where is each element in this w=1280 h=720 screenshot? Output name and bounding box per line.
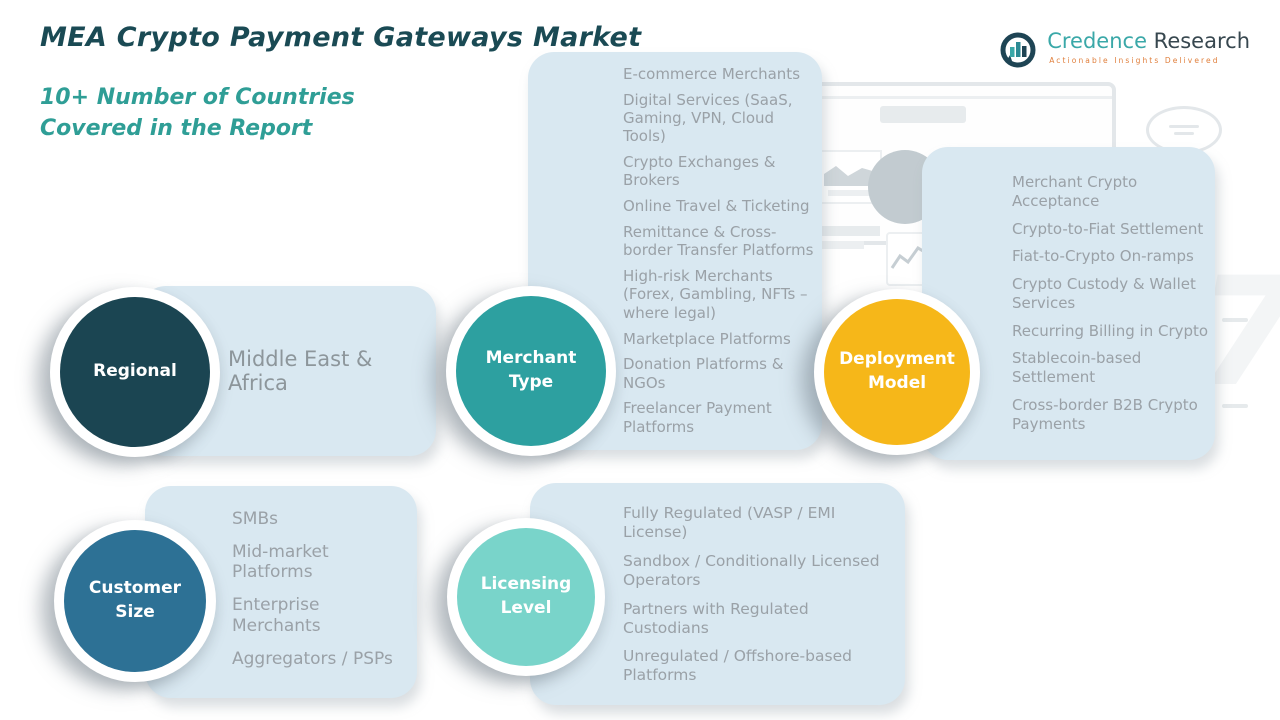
segment-card-merchant-type: E-commerce Merchants Digital Services (S…	[528, 52, 822, 450]
monitor-header-line	[802, 96, 1112, 99]
brand-tagline: Actionable Insights Delivered	[1049, 56, 1220, 66]
segment-label: Licensing Level	[480, 574, 572, 618]
list-item: Crypto Custody & Wallet Services	[1012, 275, 1196, 312]
list-item: Online Travel & Ticketing	[623, 197, 810, 216]
brand-name: Credence Research	[1047, 29, 1250, 53]
list-item: E-commerce Merchants	[623, 65, 801, 83]
credence-research-logo: Credence Research Actionable Insights De…	[997, 29, 1250, 76]
segment-label: Regional	[93, 361, 177, 382]
subtitle-line-2: Covered in the Report	[40, 115, 313, 141]
list-item: Middle East & Africa	[228, 347, 373, 395]
segment-label: Deployment Model	[839, 349, 955, 393]
decorative-dash	[1222, 404, 1248, 408]
list-item: Marketplace Platforms	[623, 329, 791, 348]
list-item: Mid-market Platforms	[232, 541, 329, 583]
segment-bubble-regional: Regional	[50, 287, 220, 457]
mini-bar	[822, 241, 864, 249]
page-title: MEA Crypto Payment Gateways Market	[40, 22, 642, 53]
segment-bubble-fill: Deployment Model	[824, 299, 970, 445]
list-item: Fiat-to-Crypto On-ramps	[1012, 247, 1194, 266]
list-item: Partners with Regulated Custodians	[623, 599, 809, 637]
segment-label: Customer Size	[88, 578, 182, 622]
decorative-dash	[1222, 318, 1248, 322]
list-item: Digital Services (SaaS, Gaming, VPN, Clo…	[623, 90, 793, 146]
list-item: Crypto Exchanges & Brokers	[623, 153, 776, 190]
list-item: SMBs	[232, 509, 278, 529]
bar-chart-circle-icon	[997, 30, 1039, 76]
list-item: Remittance & Cross-border Transfer Platf…	[623, 223, 814, 260]
list-item: High-risk Merchants (Forex, Gambling, NF…	[623, 267, 808, 322]
list-item: Crypto-to-Fiat Settlement	[1012, 219, 1204, 238]
list-item: Recurring Billing in Crypto	[1012, 321, 1209, 340]
mini-area-chart	[820, 150, 882, 204]
list-item: Freelancer Payment Platforms	[623, 399, 772, 436]
segment-bubble-licensing-level: Licensing Level	[447, 518, 605, 676]
segment-bubble-merchant-type: Merchant Type	[446, 286, 616, 456]
list-item: Fully Regulated (VASP / EMI License)	[623, 504, 836, 541]
list-item: Donation Platforms & NGOs	[623, 355, 784, 392]
monitor-title-bar	[880, 106, 966, 123]
list-item: Cross-border B2B Crypto Payments	[1012, 395, 1198, 433]
segment-bubble-fill: Customer Size	[64, 530, 206, 672]
page-subtitle: 10+ Number of Countries Covered in the R…	[40, 83, 355, 145]
brand-name-secondary: Research	[1153, 29, 1250, 53]
list-item: Unregulated / Offshore-based Platforms	[623, 647, 852, 685]
list-item: Enterprise Merchants	[232, 595, 321, 636]
list-item: Stablecoin-based Settlement	[1012, 349, 1142, 386]
list-item: Aggregators / PSPs	[232, 648, 393, 669]
mini-bar	[822, 226, 880, 236]
brand-name-primary: Credence	[1047, 29, 1147, 53]
segment-bubble-customer-size: Customer Size	[54, 520, 216, 682]
segment-bubble-deployment-model: Deployment Model	[814, 289, 980, 455]
list-item: Sandbox / Conditionally Licensed Operato…	[623, 551, 880, 589]
segment-label: Merchant Type	[485, 348, 577, 392]
segment-bubble-fill: Merchant Type	[456, 296, 606, 446]
segment-bubble-fill: Regional	[60, 297, 210, 447]
list-item: Merchant Crypto Acceptance	[1012, 173, 1138, 210]
subtitle-line-1: 10+ Number of Countries	[40, 85, 355, 110]
segment-bubble-fill: Licensing Level	[457, 528, 595, 666]
